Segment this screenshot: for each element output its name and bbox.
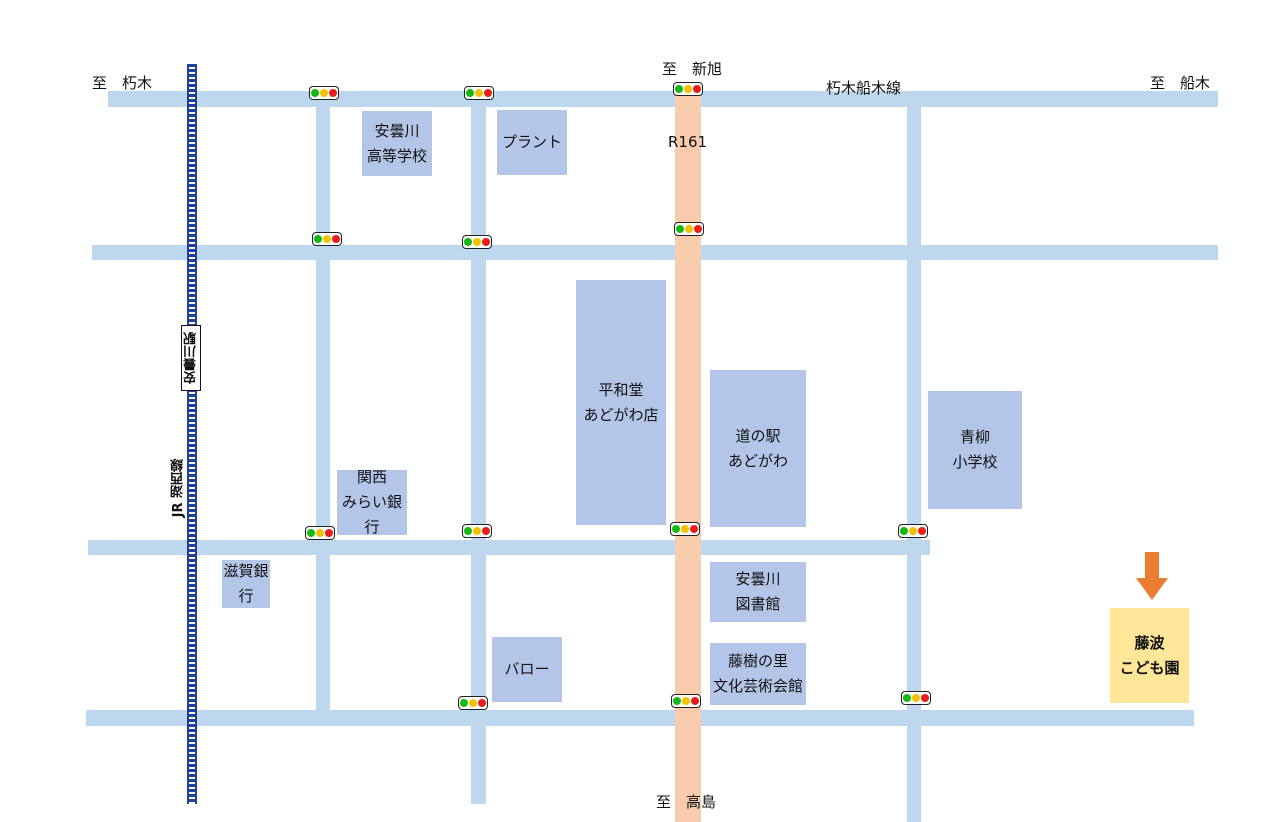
traffic-signal-icon (458, 696, 488, 710)
direction-shinasahi: 至 新旭 (662, 60, 723, 78)
building-label: みらい銀行 (341, 493, 402, 536)
road-v3 (907, 100, 921, 822)
building-cultural-hall: 藤樹の里 文化芸術会館 (710, 643, 806, 705)
road-v2 (471, 100, 486, 804)
traffic-signal-icon (670, 522, 700, 536)
direction-funaki: 至 船木 (1150, 74, 1211, 92)
building-shiga-bank: 滋賀銀行 (222, 560, 270, 608)
building-label: あどがわ店 (583, 405, 659, 424)
road-v1 (316, 100, 330, 715)
road-r161 (675, 90, 701, 822)
rail-line-label: JR 湖西線 (170, 458, 186, 518)
destination-label: こども園 (1119, 658, 1180, 677)
destination-fujinami-kodomoen: 藤波 こども園 (1110, 608, 1189, 703)
jr-railway (187, 64, 197, 804)
building-label: 滋賀銀行 (223, 562, 269, 605)
traffic-signal-icon (901, 691, 931, 705)
traffic-signal-icon (674, 222, 704, 236)
road-name-r161: R161 (668, 133, 708, 151)
building-plant: プラント (497, 110, 567, 175)
building-label: 安曇川 (735, 570, 781, 588)
building-label: 安曇川 (374, 121, 420, 140)
building-label: 道の駅 (735, 426, 781, 445)
building-label: 青柳 (959, 428, 990, 446)
direction-takashima: 至 高島 (656, 793, 717, 811)
traffic-signal-icon (898, 524, 928, 538)
direction-kutsuki: 至 朽木 (92, 74, 153, 92)
building-library: 安曇川 図書館 (710, 562, 806, 622)
building-label: 文化芸術会館 (712, 677, 803, 695)
building-valor: バロー (492, 637, 562, 702)
traffic-signal-icon (462, 235, 492, 249)
station-label: 安曇川駅 (183, 332, 199, 384)
traffic-signal-icon (312, 232, 342, 246)
road-third (88, 540, 930, 555)
building-aoyagi-school: 青柳 小学校 (928, 391, 1022, 509)
building-label: 図書館 (735, 595, 781, 613)
building-high-school: 安曇川 高等学校 (362, 111, 432, 176)
station-adogawa: 安曇川駅 (181, 325, 201, 391)
building-label: 平和堂 (598, 380, 644, 399)
traffic-signal-icon (673, 82, 703, 96)
rail-line-name: JR 湖西線 (168, 448, 188, 528)
road-name-kutsuki-funaki: 朽木船木線 (826, 79, 902, 97)
building-label: あどがわ (727, 451, 788, 470)
building-label: 高等学校 (366, 146, 427, 165)
building-label: プラント (501, 133, 562, 151)
road-north (108, 91, 1218, 107)
traffic-signal-icon (309, 86, 339, 100)
down-arrow-icon (1136, 552, 1168, 600)
road-south (86, 710, 1194, 726)
traffic-signal-icon (671, 694, 701, 708)
building-label: 関西 (356, 468, 387, 486)
building-label: 小学校 (952, 453, 998, 471)
traffic-signal-icon (305, 526, 335, 540)
road-second (92, 245, 1218, 260)
traffic-signal-icon (464, 86, 494, 100)
destination-label: 藤波 (1134, 633, 1165, 652)
building-kansai-bank: 関西 みらい銀行 (337, 468, 407, 536)
traffic-signal-icon (462, 524, 492, 538)
building-label: バロー (504, 660, 550, 678)
building-label: 藤樹の里 (727, 652, 788, 670)
building-heiwado: 平和堂 あどがわ店 (576, 280, 666, 525)
building-michinoeki: 道の駅 あどがわ (710, 370, 806, 527)
